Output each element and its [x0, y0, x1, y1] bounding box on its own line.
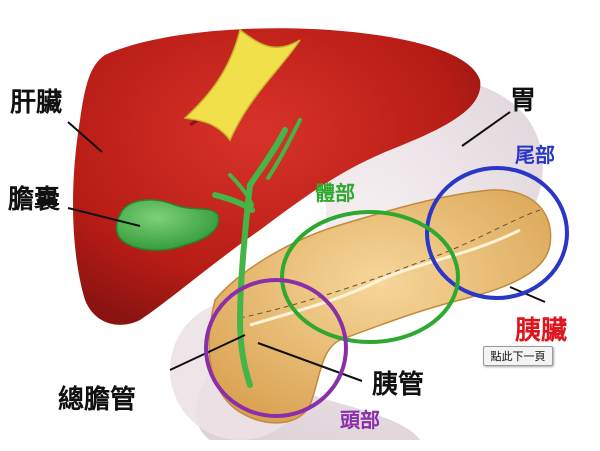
- pancreatic-duct-label: 胰管: [372, 372, 424, 398]
- liver-label: 肝臟: [10, 90, 62, 116]
- next-page-button[interactable]: 點此下一頁: [483, 346, 553, 366]
- pancreas-tail-label: 尾部: [515, 145, 555, 165]
- pancreas-head-label: 頭部: [340, 410, 380, 430]
- common-bile-duct-label: 總膽管: [58, 387, 136, 413]
- gallbladder-label: 膽囊: [8, 187, 60, 213]
- stomach-label: 胃: [510, 88, 536, 114]
- pancreas-body-label: 體部: [315, 183, 355, 203]
- pancreas-label: 胰臟: [515, 318, 567, 344]
